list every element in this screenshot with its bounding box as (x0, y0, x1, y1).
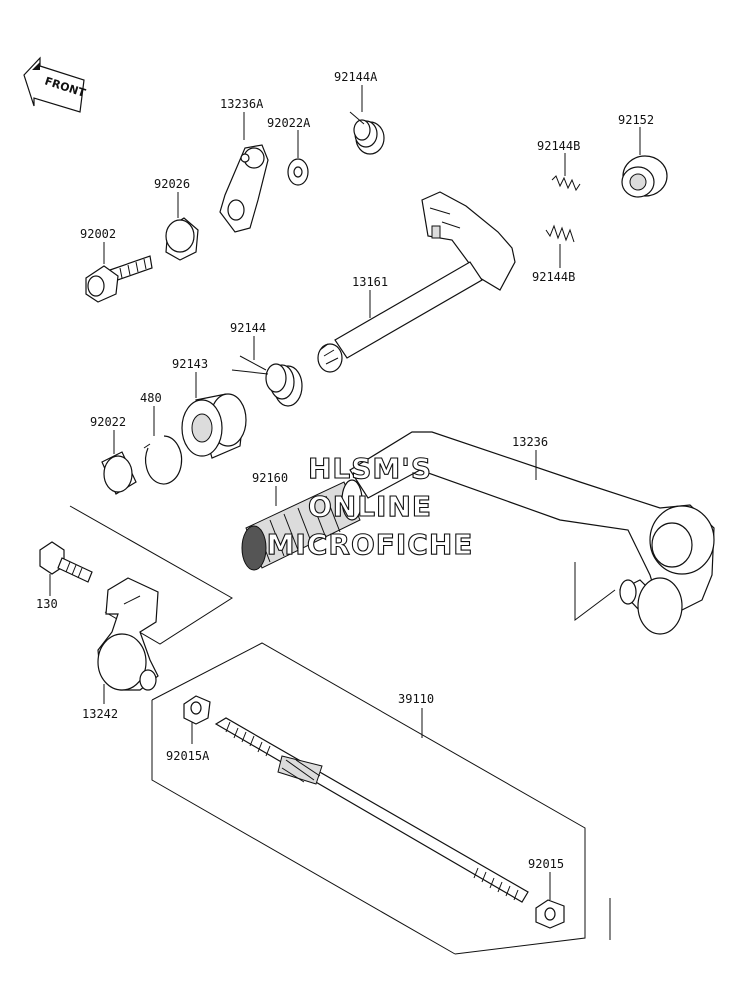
part-92144B-spring-bottom[interactable] (545, 224, 575, 268)
label-13242: 13242 (82, 707, 118, 721)
watermark: HLSM'S ONLINE MICROFICHE (266, 451, 474, 561)
label-92022: 92022 (90, 415, 126, 429)
part-92022-washer[interactable] (101, 430, 137, 495)
label-39110: 39110 (398, 692, 434, 706)
part-13236-pedal[interactable] (349, 431, 715, 635)
part-92143-collar[interactable] (181, 372, 247, 459)
front-arrow-icon: FRONT (23, 56, 88, 113)
watermark-line-3: MICROFICHE (267, 528, 474, 561)
label-92160: 92160 (252, 471, 288, 485)
part-92022A-washer[interactable] (287, 130, 309, 186)
label-130: 130 (36, 597, 58, 611)
label-92144B-bottom: 92144B (532, 270, 575, 284)
label-92026: 92026 (154, 177, 190, 191)
label-92143: 92143 (172, 357, 208, 371)
watermark-line-1: HLSM'S (308, 452, 432, 485)
part-130-bolt[interactable] (39, 541, 93, 596)
label-13236A: 13236A (220, 97, 264, 111)
part-92144-spring[interactable] (231, 336, 303, 407)
label-92144A: 92144A (334, 70, 378, 84)
part-13242-lever[interactable] (97, 577, 159, 704)
part-92144B-spring-top[interactable] (551, 153, 581, 192)
label-13161: 13161 (352, 275, 388, 289)
label-92144: 92144 (230, 321, 266, 335)
label-92152: 92152 (618, 113, 654, 127)
part-92015-nut[interactable] (535, 872, 565, 929)
part-92002-bolt[interactable] (85, 242, 153, 303)
part-92026-collar[interactable] (165, 192, 199, 261)
label-92022A: 92022A (267, 116, 311, 130)
label-92015A: 92015A (166, 749, 210, 763)
label-480: 480 (140, 391, 162, 405)
part-480-circlip[interactable] (143, 406, 183, 485)
part-92144A-spring[interactable] (349, 85, 385, 155)
part-13161-shaft[interactable] (317, 191, 516, 373)
label-92144B-top: 92144B (537, 139, 580, 153)
watermark-line-2: ONLINE (308, 490, 432, 523)
label-92015: 92015 (528, 857, 564, 871)
part-number-labels: 92144A 13236A 92022A 92152 92144B 92026 … (36, 70, 654, 871)
label-13236: 13236 (512, 435, 548, 449)
part-92160-pedal-rubber[interactable] (241, 479, 363, 571)
label-92002: 92002 (80, 227, 116, 241)
part-39110-rod[interactable] (214, 708, 529, 903)
part-92152-seal[interactable] (621, 127, 668, 198)
part-13236A-arm[interactable] (219, 112, 269, 233)
part-92015A-nut[interactable] (183, 695, 211, 744)
group-outline-lines (69, 505, 616, 955)
